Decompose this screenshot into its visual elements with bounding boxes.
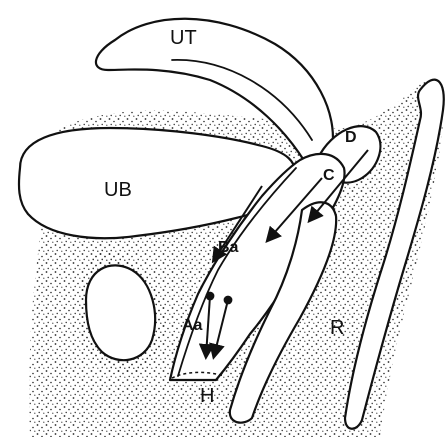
label-ut: UT xyxy=(170,27,197,49)
label-r: R xyxy=(330,317,344,339)
label-c: C xyxy=(323,167,335,184)
label-ub: UB xyxy=(104,179,132,201)
label-h: H xyxy=(200,385,214,407)
label-aa: Aa xyxy=(182,317,203,334)
label-d: D xyxy=(345,129,357,146)
label-ba: Ba xyxy=(218,239,239,256)
